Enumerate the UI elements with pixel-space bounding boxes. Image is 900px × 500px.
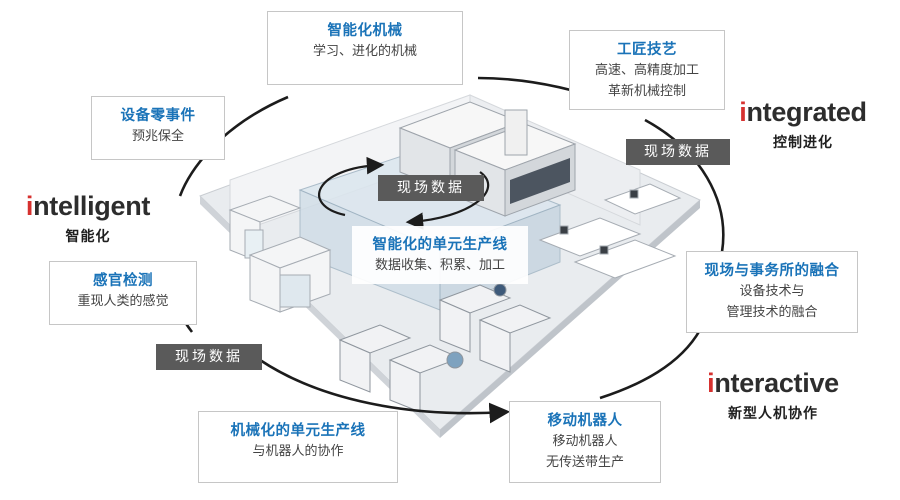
box-smart-cell: 智能化的单元生产线 数据收集、积累、加工: [352, 226, 528, 284]
left-workcells: [228, 195, 332, 313]
box-smart-machine: 智能化机械 学习、进化的机械: [267, 11, 463, 85]
box-equipment-event: 设备零事件 预兆保全: [91, 96, 225, 160]
box-craftsman: 工匠技艺 高速、高精度加工 革新机械控制: [569, 30, 725, 110]
keyword-en: integrated: [728, 96, 878, 128]
box-fusion: 现场与事务所的融合 设备技术与 管理技术的融合: [686, 251, 858, 333]
production-racks: [338, 283, 552, 413]
keyword-initial: i: [739, 97, 747, 127]
box-line: 与机器人的协作: [252, 444, 344, 459]
keyword-rest: nteractive: [714, 368, 839, 398]
keyword-en: interactive: [693, 367, 853, 399]
box-sensory: 感官检测 重现人类的感觉: [49, 261, 197, 325]
keyword-zh: 新型人机协作: [728, 406, 818, 422]
box-line: 革新机械控制: [607, 84, 686, 99]
box-title: 工匠技艺: [617, 42, 677, 58]
box-title: 智能化机械: [327, 23, 403, 39]
box-line: 预兆保全: [131, 129, 184, 144]
keyword-en: intelligent: [10, 190, 166, 222]
box-title: 现场与事务所的融合: [704, 263, 840, 279]
keyword-interactive: interactive 新型人机协作: [693, 367, 853, 425]
inner-loop: [318, 156, 385, 217]
box-line: 学习、进化的机械: [312, 44, 417, 59]
box-line: 数据收集、积累、加工: [374, 258, 505, 273]
box-title: 智能化的单元生产线: [372, 237, 508, 253]
keyword-integrated: integrated 控制进化: [728, 96, 878, 154]
field-data-tag-center: 现场数据: [378, 175, 484, 201]
box-title: 设备零事件: [120, 108, 196, 124]
keyword-intelligent: intelligent 智能化: [10, 190, 166, 248]
keyword-rest: ntelligent: [33, 191, 151, 221]
keyword-zh: 控制进化: [773, 135, 833, 151]
office-desks: [538, 183, 682, 279]
box-line: 无传送带生产: [545, 455, 624, 470]
box-line: 重现人类的感觉: [77, 294, 169, 309]
keyword-zh: 智能化: [65, 229, 111, 245]
box-line: 设备技术与: [739, 284, 805, 299]
box-mechanized-cell: 机械化的单元生产线 与机器人的协作: [198, 411, 398, 483]
outer-loop-right: [644, 118, 725, 253]
box-line: 移动机器人: [552, 434, 618, 449]
box-line: 管理技术的融合: [726, 305, 818, 320]
field-data-tag-left: 现场数据: [156, 344, 262, 370]
outer-loop-bottom: [259, 358, 511, 424]
keyword-initial: i: [25, 191, 34, 221]
field-data-tag-right: 现场数据: [626, 139, 730, 165]
box-title: 移动机器人: [547, 413, 623, 429]
box-mobile-robot: 移动机器人 移动机器人 无传送带生产: [509, 401, 661, 483]
keyword-initial: i: [707, 368, 715, 398]
box-line: 高速、高精度加工: [594, 63, 699, 78]
keyword-rest: ntegrated: [746, 97, 867, 127]
box-title: 感官检测: [93, 273, 153, 289]
box-title: 机械化的单元生产线: [230, 423, 366, 439]
